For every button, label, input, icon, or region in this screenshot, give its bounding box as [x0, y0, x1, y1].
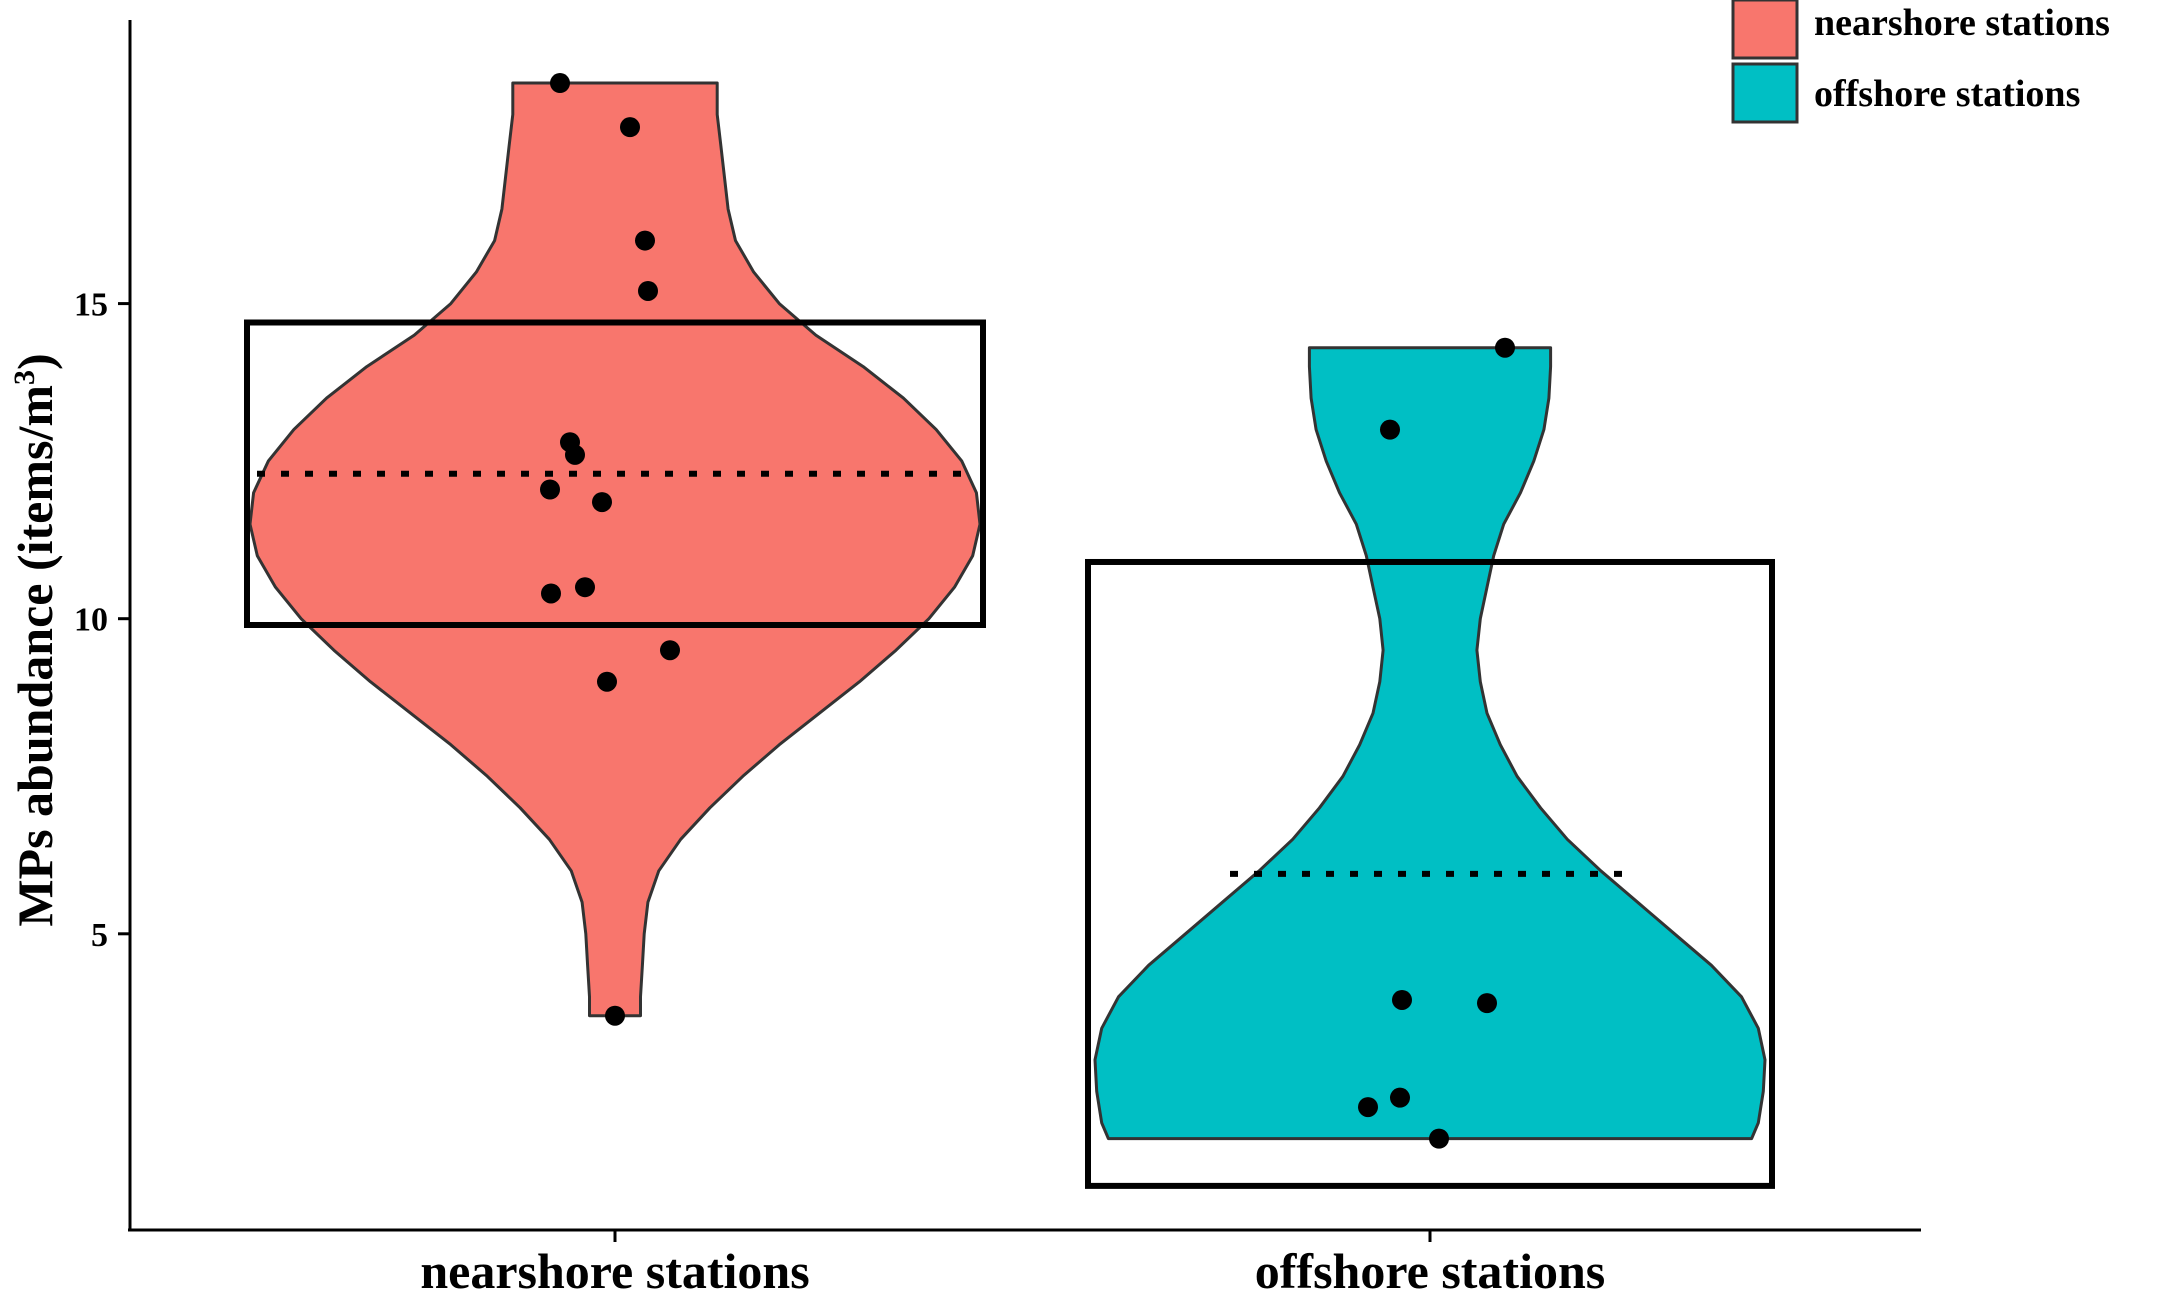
- data-point: [575, 577, 595, 598]
- violins: [248, 81, 1767, 1141]
- data-point: [597, 671, 617, 692]
- data-point: [605, 1005, 625, 1026]
- y-tick-label: 5: [91, 917, 108, 954]
- data-point: [550, 73, 570, 94]
- data-point: [638, 280, 658, 301]
- data-point: [540, 479, 560, 500]
- data-point: [1358, 1097, 1378, 1118]
- x-ticks: nearshore stations offshore stations: [420, 1230, 1605, 1294]
- legend-key-nearshore: [1731, 0, 1799, 60]
- data-point: [541, 583, 561, 604]
- data-point: [635, 230, 655, 251]
- y-ticks: 5 10 15: [74, 287, 130, 954]
- violin-offshore: [1093, 346, 1767, 1141]
- y-axis-label-superscript: 3: [8, 370, 41, 385]
- data-point: [1392, 989, 1412, 1010]
- y-axis-label-end: ): [7, 353, 63, 370]
- data-point: [1477, 993, 1497, 1014]
- legend-key-offshore: [1731, 62, 1799, 124]
- legend: nearshore stations offshore stations: [1731, 0, 2110, 124]
- data-point: [620, 117, 640, 138]
- data-point: [565, 444, 585, 465]
- x-tick-label: nearshore stations: [420, 1243, 809, 1294]
- data-point: [592, 492, 612, 513]
- boxes: [244, 319, 1775, 1189]
- box-nearshore: [244, 319, 986, 628]
- y-axis-label-main: MPs abundance (items/m: [7, 385, 63, 927]
- data-point: [1390, 1087, 1410, 1108]
- mean-lines: [257, 470, 1630, 877]
- x-tick-label: offshore stations: [1255, 1243, 1605, 1294]
- y-tick-label: 10: [74, 602, 108, 639]
- legend-label-nearshore: nearshore stations: [1814, 2, 2110, 44]
- y-axis-label: MPs abundance (items/m3): [7, 353, 63, 926]
- data-point: [1495, 337, 1515, 358]
- box-offshore: [1085, 558, 1775, 1189]
- data-points: [540, 73, 1515, 1149]
- violin-nearshore: [248, 81, 982, 1018]
- y-tick-label: 15: [74, 287, 108, 324]
- data-point: [1380, 419, 1400, 440]
- data-point: [660, 640, 680, 661]
- data-point: [1429, 1128, 1449, 1149]
- legend-label-offshore: offshore stations: [1814, 73, 2080, 115]
